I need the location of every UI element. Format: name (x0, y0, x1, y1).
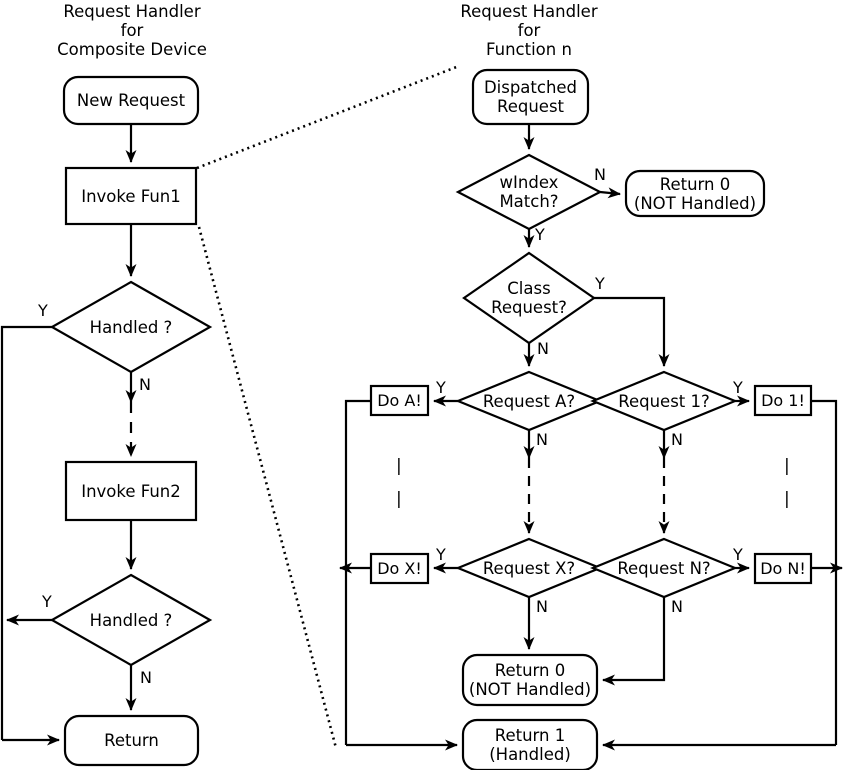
shape-class-request (462, 251, 596, 345)
label-request1-yes: Y (733, 378, 743, 397)
ellipsis-right-lower: | (784, 489, 790, 509)
shape-dispatched-request (471, 68, 590, 126)
label-handled1-no: N (139, 375, 151, 394)
shape-handled-2 (49, 573, 213, 667)
edge-requestn-no-to-return0bottom (602, 597, 666, 686)
label-requesta-yes: Y (436, 378, 446, 397)
left-panel-heading: Request Handler for Composite Device (2, 2, 262, 59)
shape-return0-top (624, 169, 766, 218)
right-heading-line-2: for (517, 21, 541, 40)
label-windex-yes: Y (535, 225, 545, 244)
ellipsis-left-lower: | (396, 489, 402, 509)
right-panel-heading: Request Handler for Function n (399, 2, 659, 59)
left-heading-line-2: for (120, 21, 144, 40)
label-requestn-yes: Y (733, 545, 743, 564)
shape-new-request (62, 75, 200, 126)
ellipsis-right-upper: | (784, 456, 790, 476)
shape-do-x (369, 552, 430, 585)
shape-return (63, 714, 200, 767)
shape-do-1 (753, 384, 813, 417)
label-requestn-no: N (671, 597, 683, 616)
left-heading-line-3: Composite Device (57, 40, 207, 59)
left-heading-line-1: Request Handler (63, 2, 201, 21)
right-heading-line-3: Function n (486, 40, 572, 59)
right-heading-line-1: Request Handler (460, 2, 598, 21)
shape-do-n (753, 552, 813, 585)
label-handled1-yes: Y (38, 301, 48, 320)
edge-handled1-yes (0, 325, 52, 740)
ellipsis-left-upper: | (396, 456, 402, 476)
shape-invoke-fun1 (64, 166, 198, 226)
shape-return1 (461, 718, 599, 770)
edge-class-yes-to-request1 (594, 296, 670, 367)
label-requestx-yes: Y (436, 545, 446, 564)
label-windex-no: N (594, 165, 606, 184)
label-class-no: N (537, 339, 549, 358)
shape-invoke-fun2 (64, 460, 198, 522)
label-handled2-no: N (140, 668, 152, 687)
connector-dotted-bottom (197, 226, 338, 749)
shape-return0-bottom (461, 653, 599, 707)
shape-handled-1 (49, 280, 213, 374)
shape-request-a (455, 370, 603, 432)
edge-doa-left-rail (344, 399, 371, 745)
label-handled2-yes: Y (42, 592, 52, 611)
edge-windex-no-to-return0top (599, 187, 621, 199)
shape-do-a (369, 384, 430, 417)
shape-request-1 (590, 370, 738, 432)
label-class-yes: Y (595, 274, 605, 293)
label-requestx-no: N (536, 597, 548, 616)
label-requesta-no: N (536, 430, 548, 449)
edge-do1-right-rail (811, 399, 838, 745)
shape-request-n (590, 537, 738, 599)
connector-dotted-top (196, 64, 460, 170)
shape-windex-match (455, 153, 603, 231)
shape-request-x (455, 537, 603, 599)
label-request1-no: N (671, 430, 683, 449)
